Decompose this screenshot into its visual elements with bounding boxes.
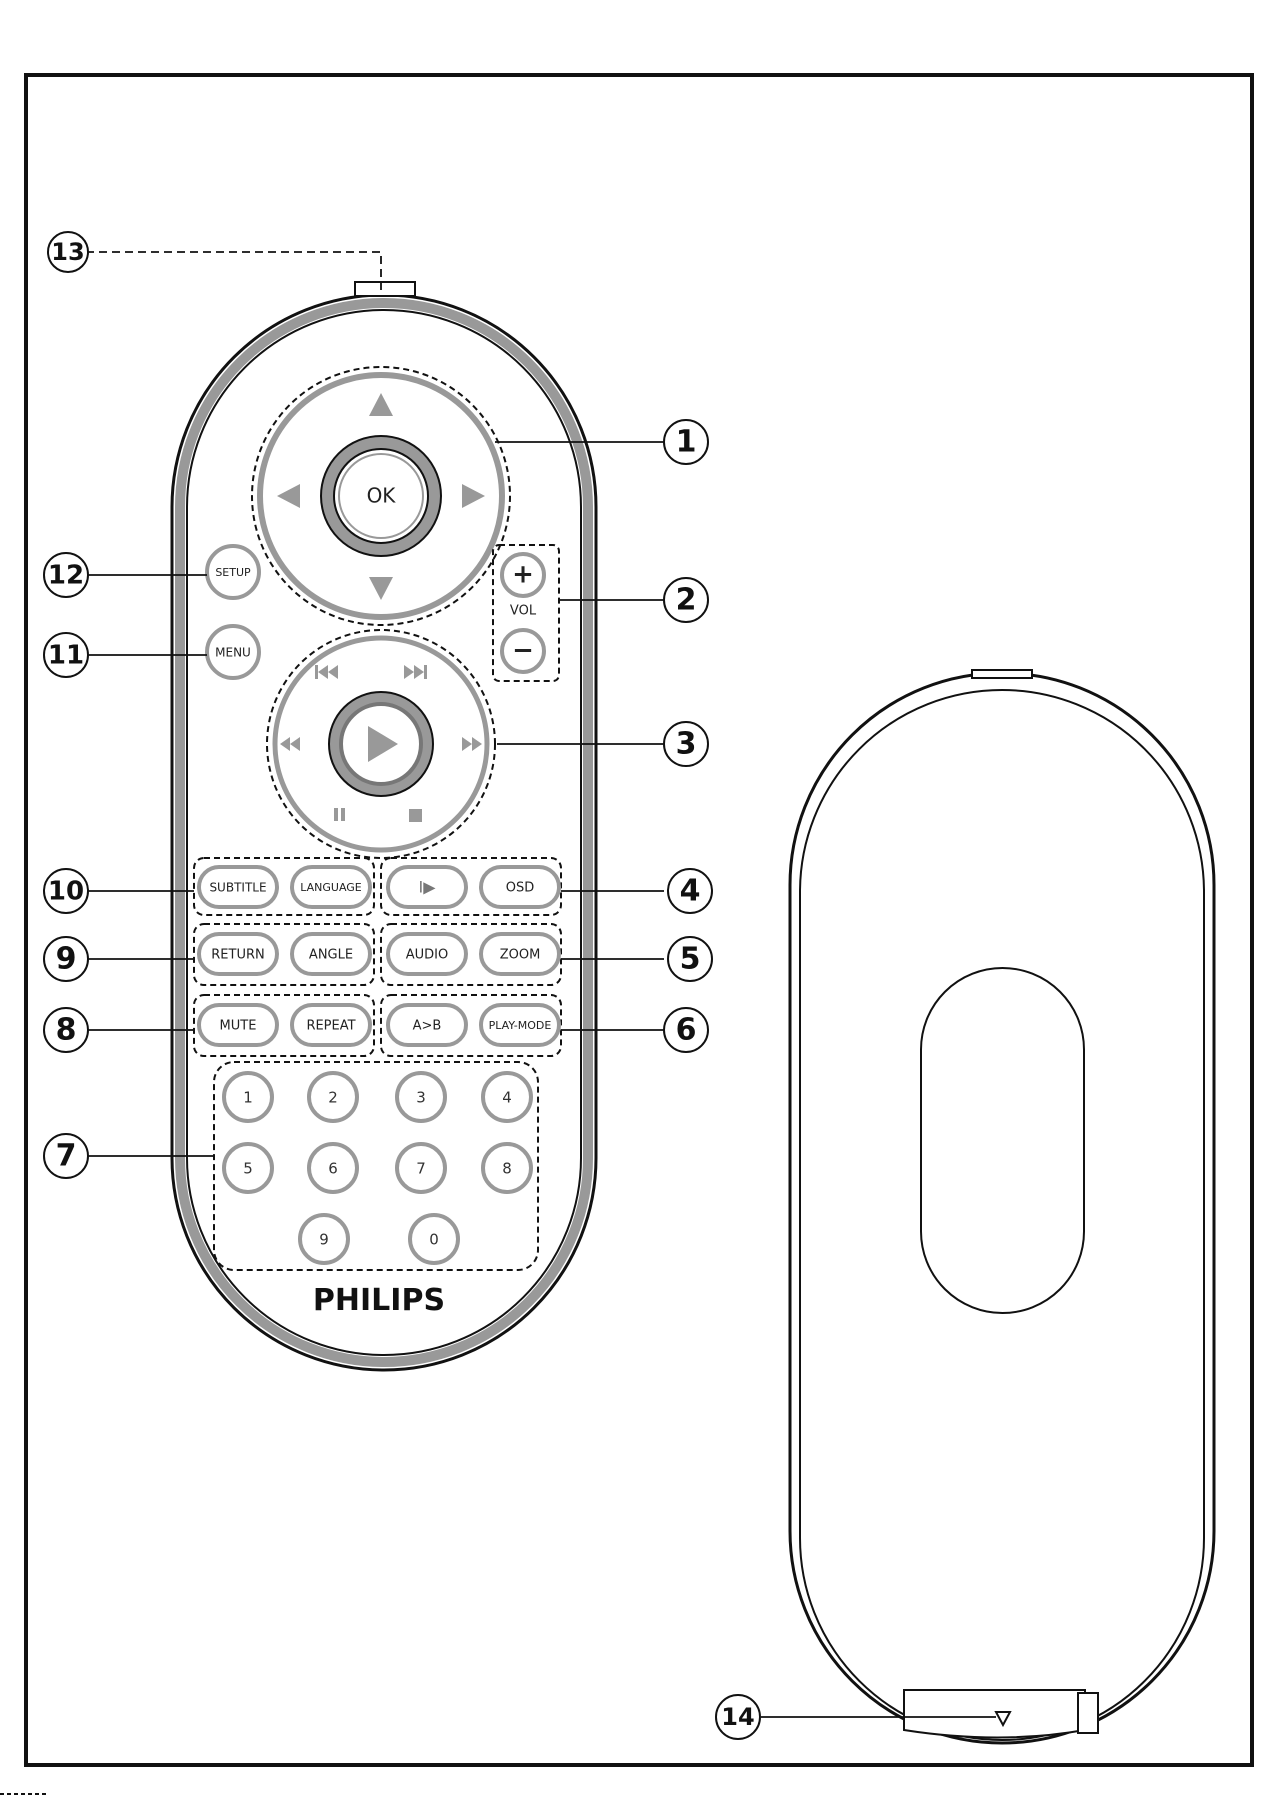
callout-9-label: 9 (56, 942, 77, 977)
play-mode-label: PLAY-MODE (489, 1019, 552, 1032)
setup-label: SETUP (215, 566, 251, 579)
brand-logo: PHILIPS (313, 1283, 445, 1318)
language-label: LANGUAGE (300, 881, 362, 894)
subtitle-label: SUBTITLE (209, 881, 266, 895)
callout-6: 6 (664, 1008, 708, 1052)
audio-label: AUDIO (406, 948, 449, 963)
callout-4: 4 (668, 869, 712, 913)
repeat-label: REPEAT (306, 1019, 355, 1034)
mute-label: MUTE (220, 1019, 257, 1034)
callout-11: 11 (44, 633, 88, 677)
callout-10: 10 (44, 869, 88, 913)
num-9-label: 9 (319, 1231, 329, 1249)
callout-12: 12 (44, 553, 88, 597)
callout-8-label: 8 (56, 1013, 77, 1048)
callout-7-label: 7 (56, 1139, 77, 1174)
num-4-label: 4 (502, 1089, 512, 1107)
callout-3-label: 3 (676, 727, 697, 762)
battery-latch[interactable] (904, 1690, 1085, 1738)
num-0-label: 0 (429, 1231, 439, 1249)
num-8-label: 8 (502, 1160, 512, 1178)
callout-5: 5 (668, 937, 712, 981)
step-label: I▶ (418, 878, 436, 897)
angle-label: ANGLE (309, 948, 353, 963)
callout-11-label: 11 (48, 641, 84, 671)
callout-13-line (86, 252, 381, 290)
callout-14: 14 (716, 1695, 760, 1739)
callout-10-label: 10 (48, 877, 84, 907)
ab-label: A>B (413, 1019, 442, 1034)
callout-3: 3 (664, 722, 708, 766)
num-3-label: 3 (416, 1089, 426, 1107)
callout-7: 7 (44, 1134, 88, 1178)
callout-6-label: 6 (676, 1013, 697, 1048)
ir-window (355, 282, 415, 296)
menu-label: MENU (215, 646, 251, 660)
latch-tab (1078, 1693, 1098, 1733)
back-ir-window (972, 670, 1032, 678)
vol-minus-label: − (512, 636, 534, 666)
return-label: RETURN (211, 948, 264, 963)
callout-13: 13 (48, 232, 88, 272)
zoom-label: ZOOM (500, 948, 541, 963)
num-5-label: 5 (243, 1160, 253, 1178)
callout-8: 8 (44, 1008, 88, 1052)
callout-14-label: 14 (721, 1703, 754, 1731)
battery-cover-recess (921, 968, 1084, 1313)
callout-4-label: 4 (680, 874, 701, 909)
num-7-label: 7 (416, 1160, 426, 1178)
callout-5-label: 5 (680, 942, 701, 977)
vol-label: VOL (510, 604, 537, 619)
osd-label: OSD (506, 881, 535, 896)
callout-12-label: 12 (48, 561, 84, 591)
ok-label: OK (367, 484, 397, 508)
callout-9: 9 (44, 937, 88, 981)
remote-back (790, 670, 1214, 1743)
callout-1-label: 1 (676, 425, 697, 460)
stop-icon[interactable] (409, 809, 422, 822)
callout-1: 1 (664, 420, 708, 464)
num-1-label: 1 (243, 1089, 253, 1107)
callout-13-label: 13 (51, 238, 84, 266)
callout-2-label: 2 (676, 583, 697, 618)
num-6-label: 6 (328, 1160, 338, 1178)
remote-front: OK + VOL − SETUP MENU (172, 282, 596, 1370)
vol-plus-label: + (512, 560, 534, 590)
callout-2: 2 (664, 578, 708, 622)
num-2-label: 2 (328, 1089, 338, 1107)
